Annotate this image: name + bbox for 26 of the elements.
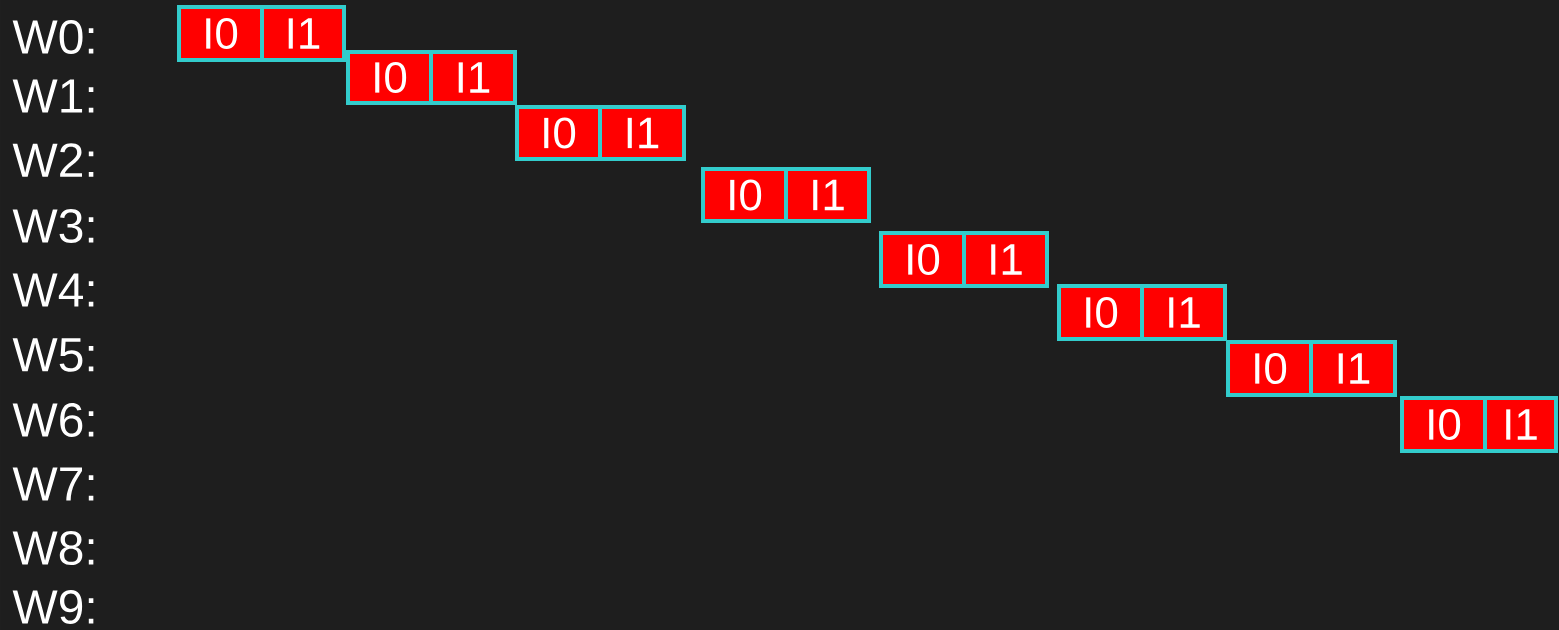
row-label: W8:	[12, 531, 94, 565]
cell-box: I0	[346, 50, 433, 105]
cell-box: I0	[177, 5, 264, 62]
row-label: W3:	[12, 209, 94, 243]
cell-box: I0	[701, 167, 788, 223]
cell-box: I1	[1309, 340, 1397, 397]
cell-box: I1	[784, 167, 871, 223]
cell-box: I0	[515, 105, 602, 161]
row-label: W9:	[12, 590, 94, 624]
row-label: W1:	[12, 79, 94, 113]
cell-box: I1	[1140, 284, 1227, 341]
cell-box: I1	[962, 231, 1049, 288]
cell-box: I0	[1057, 284, 1144, 341]
row-label: W6:	[12, 403, 94, 437]
row-label: W7:	[12, 467, 94, 501]
cell-box: I0	[1400, 396, 1487, 453]
cell-box: I0	[879, 231, 966, 288]
row-label: W4:	[12, 273, 94, 307]
cell-box: I1	[429, 50, 517, 105]
cell-box: I1	[260, 5, 346, 62]
row-label: W5:	[12, 338, 94, 372]
row-label: W2:	[12, 143, 94, 177]
cell-box: I1	[598, 105, 686, 161]
row-label: W0:	[12, 20, 94, 54]
cell-box: I1	[1483, 396, 1558, 453]
cell-box: I0	[1226, 340, 1313, 397]
